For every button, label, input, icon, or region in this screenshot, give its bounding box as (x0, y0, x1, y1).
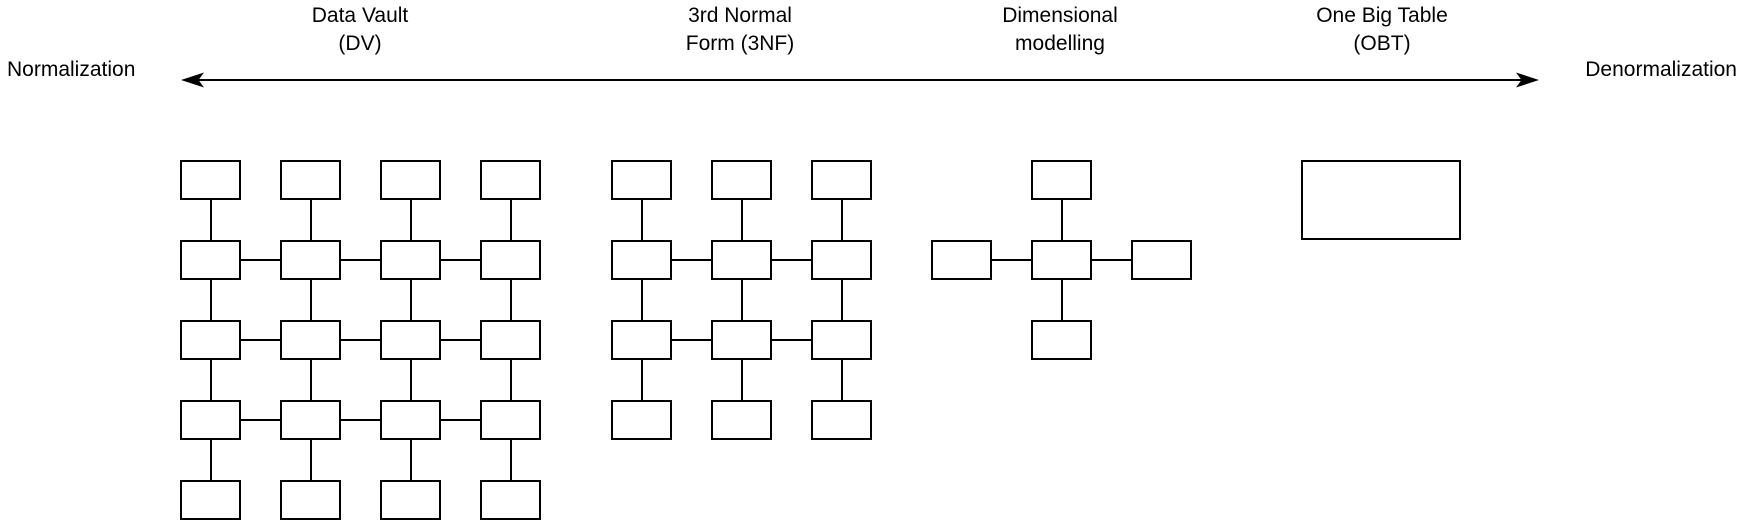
data-vault-grid-h-connector (341, 339, 380, 341)
3nf-grid-v-connector (640, 200, 643, 240)
approach-label-line: (OBT) (1353, 32, 1411, 55)
star-schema-dim-bottom-box (1031, 320, 1092, 360)
data-vault-grid-box-r4-c1 (180, 400, 241, 440)
star-schema-h-connector (1092, 259, 1131, 261)
star-schema-h-connector (992, 259, 1031, 261)
axis-label-denormalization: Denormalization (1585, 58, 1737, 81)
data-vault-grid-h-connector (241, 259, 280, 261)
data-vault-grid-v-connector (409, 440, 412, 480)
3nf-grid-h-connector (772, 259, 811, 261)
data-vault-grid-box-r5-c4 (480, 480, 541, 520)
data-vault-grid-h-connector (441, 259, 480, 261)
data-vault-grid-box-r5-c2 (280, 480, 341, 520)
3nf-grid-box-r4-c1 (611, 400, 672, 440)
approach-label-line: modelling (1015, 32, 1105, 55)
approach-label-line: (DV) (338, 32, 382, 55)
data-vault-grid-v-connector (209, 280, 212, 320)
data-vault-grid-h-connector (441, 419, 480, 421)
3nf-grid-box-r1-c2 (711, 160, 772, 200)
data-vault-grid-box-r3-c4 (480, 320, 541, 360)
data-vault-grid-box-r2-c1 (180, 240, 241, 280)
3nf-grid-v-connector (840, 200, 843, 240)
3nf-grid-box-r2-c2 (711, 240, 772, 280)
3nf-grid-box-r2-c3 (811, 240, 872, 280)
data-vault-grid-h-connector (341, 259, 380, 261)
3nf-grid-box-r2-c1 (611, 240, 672, 280)
data-vault-grid-v-connector (209, 360, 212, 400)
approach-label-3nf: 3rd Normal Form (3NF) (686, 2, 795, 58)
data-vault-grid-h-connector (341, 419, 380, 421)
data-vault-grid-v-connector (509, 360, 512, 400)
3nf-grid-v-connector (740, 200, 743, 240)
one-big-table-box (1301, 160, 1461, 240)
3nf-grid-h-connector (672, 339, 711, 341)
data-vault-grid-box-r1-c3 (380, 160, 441, 200)
approach-label-line: 3rd Normal (688, 4, 792, 27)
data-vault-grid-h-connector (441, 339, 480, 341)
3nf-grid-v-connector (740, 360, 743, 400)
data-vault-grid-v-connector (209, 440, 212, 480)
star-schema-fact-box (1031, 240, 1092, 280)
approach-label-data-vault: Data Vault (DV) (312, 2, 409, 58)
data-vault-grid-box-r4-c3 (380, 400, 441, 440)
data-vault-grid-v-connector (409, 200, 412, 240)
3nf-grid-v-connector (640, 280, 643, 320)
approach-label-line: Form (3NF) (685, 32, 795, 55)
data-vault-grid-box-r3-c2 (280, 320, 341, 360)
data-vault-grid-v-connector (309, 280, 312, 320)
axis-label-normalization: Normalization (7, 58, 136, 81)
approach-label-line: Dimensional (1002, 4, 1118, 27)
3nf-grid-v-connector (840, 280, 843, 320)
3nf-grid-h-connector (672, 259, 711, 261)
data-vault-grid-v-connector (509, 200, 512, 240)
data-vault-grid-box-r1-c2 (280, 160, 341, 200)
data-vault-grid-box-r4-c4 (480, 400, 541, 440)
approach-label-dimensional-modelling: Dimensional modelling (1002, 2, 1118, 58)
3nf-grid-v-connector (840, 360, 843, 400)
data-vault-grid-box-r2-c3 (380, 240, 441, 280)
3nf-grid-box-r1-c1 (611, 160, 672, 200)
data-vault-grid-box-r1-c4 (480, 160, 541, 200)
data-vault-grid-v-connector (509, 440, 512, 480)
approach-label-line: Data Vault (311, 4, 409, 27)
data-vault-grid-box-r3-c1 (180, 320, 241, 360)
data-vault-grid-box-r2-c4 (480, 240, 541, 280)
3nf-grid-box-r3-c3 (811, 320, 872, 360)
data-vault-grid-h-connector (241, 339, 280, 341)
data-vault-grid-v-connector (309, 440, 312, 480)
3nf-grid-v-connector (640, 360, 643, 400)
arrow-left-head-icon (181, 72, 204, 88)
data-vault-grid-box-r5-c3 (380, 480, 441, 520)
data-vault-grid-v-connector (209, 200, 212, 240)
star-schema-dim-left-box (931, 240, 992, 280)
approach-label-line: One Big Table (1316, 4, 1448, 27)
3nf-grid-box-r4-c2 (711, 400, 772, 440)
data-vault-grid-box-r2-c2 (280, 240, 341, 280)
star-schema-dim-right-box (1131, 240, 1192, 280)
data-vault-grid-box-r3-c3 (380, 320, 441, 360)
data-vault-grid-v-connector (409, 360, 412, 400)
data-vault-grid-box-r1-c1 (180, 160, 241, 200)
approach-label-one-big-table: One Big Table (OBT) (1316, 2, 1448, 58)
3nf-grid-v-connector (740, 280, 743, 320)
star-schema-v-connector (1060, 200, 1063, 240)
data-vault-grid-box-r4-c2 (280, 400, 341, 440)
data-vault-grid-v-connector (309, 360, 312, 400)
3nf-grid-box-r4-c3 (811, 400, 872, 440)
data-vault-grid-v-connector (309, 200, 312, 240)
3nf-grid-h-connector (772, 339, 811, 341)
arrow-right-head-icon (1516, 72, 1539, 88)
data-vault-grid-h-connector (241, 419, 280, 421)
star-schema-v-connector (1060, 280, 1063, 320)
star-schema-dim-top-box (1031, 160, 1092, 200)
data-vault-grid-v-connector (509, 280, 512, 320)
data-vault-grid-v-connector (409, 280, 412, 320)
3nf-grid-box-r3-c1 (611, 320, 672, 360)
data-vault-grid-box-r5-c1 (180, 480, 241, 520)
3nf-grid-box-r1-c3 (811, 160, 872, 200)
3nf-grid-box-r3-c2 (711, 320, 772, 360)
